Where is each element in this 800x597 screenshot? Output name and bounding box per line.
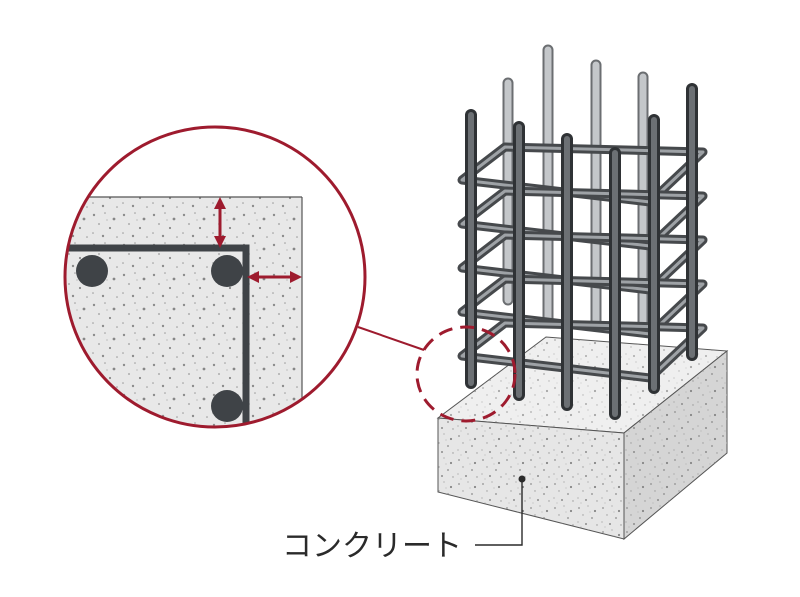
zoom-rebar-left [76, 255, 108, 287]
zoom-detail [63, 125, 367, 429]
zoom-rebar-bottom [211, 390, 243, 422]
zoom-connector-line [357, 326, 425, 351]
zoom-stirrup [65, 244, 250, 427]
zoom-rebar-corner [211, 255, 243, 287]
front-vertical-bars [465, 83, 698, 420]
zoom-circle-border [63, 125, 367, 429]
rebar-cage [457, 44, 708, 420]
focus-dashed-circle [415, 325, 517, 423]
callout-line-icon [475, 479, 523, 546]
stirrup-hoops [457, 142, 708, 383]
concrete-label: コンクリート [282, 529, 462, 564]
